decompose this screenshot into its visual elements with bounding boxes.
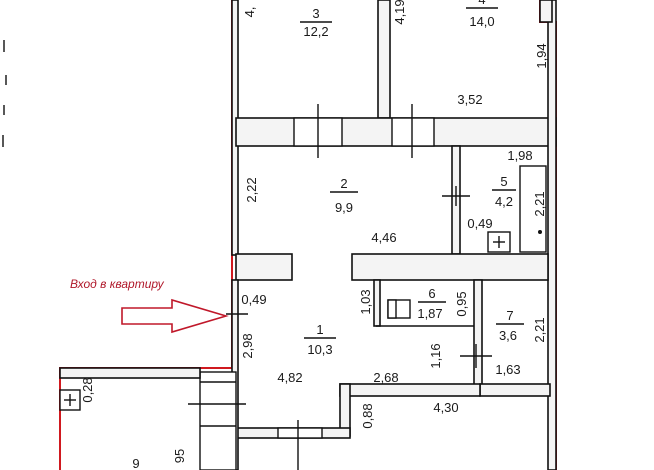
wall-right-upper	[547, 0, 557, 470]
room-9-number: 9	[132, 456, 139, 470]
dim-1-63: 1,63	[495, 362, 520, 377]
dim-4-30: 4,30	[433, 400, 458, 415]
dim-0-49-bath: 0,49	[467, 216, 492, 231]
dim-3-52: 3,52	[457, 92, 482, 107]
room-6-area: 1,87	[417, 306, 442, 321]
doorway-bottom	[277, 420, 323, 470]
room-4-number: 4	[478, 0, 485, 7]
bath-door-mark	[442, 186, 470, 206]
room-5-number: 5	[500, 174, 507, 189]
entrance-label: Вход в квартиру	[70, 277, 165, 291]
wall-wc-right	[473, 279, 483, 389]
doorway-top-right	[391, 104, 435, 158]
room-3-area: 12,2	[303, 24, 328, 39]
room9-sink-icon	[59, 389, 81, 411]
bathtub-drain	[538, 230, 542, 234]
room-6-number: 6	[428, 286, 435, 301]
wall-hall-bottom	[339, 383, 481, 397]
room-1-area: 10,3	[307, 342, 332, 357]
dim-4-46: 4,46	[371, 230, 396, 245]
dim-0-49-door: 0,49	[241, 292, 266, 307]
dim-2-22: 2,22	[244, 177, 259, 202]
toilet-icon	[387, 299, 411, 319]
room-1-number: 1	[316, 322, 323, 337]
dim-4-19: 4,19	[392, 0, 407, 25]
wall-hall-stub	[235, 253, 293, 281]
room-2-number: 2	[340, 176, 347, 191]
entrance-arrow-icon	[121, 298, 229, 334]
dim-1-16: 1,16	[428, 343, 443, 368]
wall-room9-top	[59, 367, 201, 379]
dim-4-82: 4,82	[277, 370, 302, 385]
dim-4-top: 4,	[242, 7, 257, 18]
wall-wc-left	[373, 279, 381, 327]
left-margin-marks	[2, 40, 7, 147]
dim-0-88: 0,88	[360, 403, 375, 428]
dim-2-68: 2,68	[373, 370, 398, 385]
dim-2-21-r7: 2,21	[532, 317, 547, 342]
dim-1-94: 1,94	[534, 43, 549, 68]
room-7-number: 7	[506, 308, 513, 323]
room-2-area: 9,9	[335, 200, 353, 215]
dim-0-28: 0,28	[80, 377, 95, 402]
wall-room7-bottom	[479, 383, 551, 397]
room-3-number: 3	[312, 6, 319, 21]
dim-1-03: 1,03	[358, 289, 373, 314]
dim-2-98: 2,98	[240, 333, 255, 358]
room-5-area: 4,2	[495, 194, 513, 209]
wall-between-3-4	[377, 0, 391, 119]
stair-block	[188, 371, 246, 470]
room-4-area: 14,0	[469, 14, 494, 29]
doorway-top-left	[293, 104, 343, 158]
wall-right-top-notch	[539, 0, 553, 23]
dim-1-98: 1,98	[507, 148, 532, 163]
room-7-area: 3,6	[499, 328, 517, 343]
dim-95-bottom: 95	[172, 449, 187, 463]
sink-icon	[487, 231, 511, 253]
dim-2-21-bath: 2,21	[532, 191, 547, 216]
wc-door-mark	[460, 344, 492, 368]
bathtub	[519, 165, 547, 253]
wall-hall-partition	[351, 253, 549, 281]
dim-0-95: 0,95	[454, 291, 469, 316]
